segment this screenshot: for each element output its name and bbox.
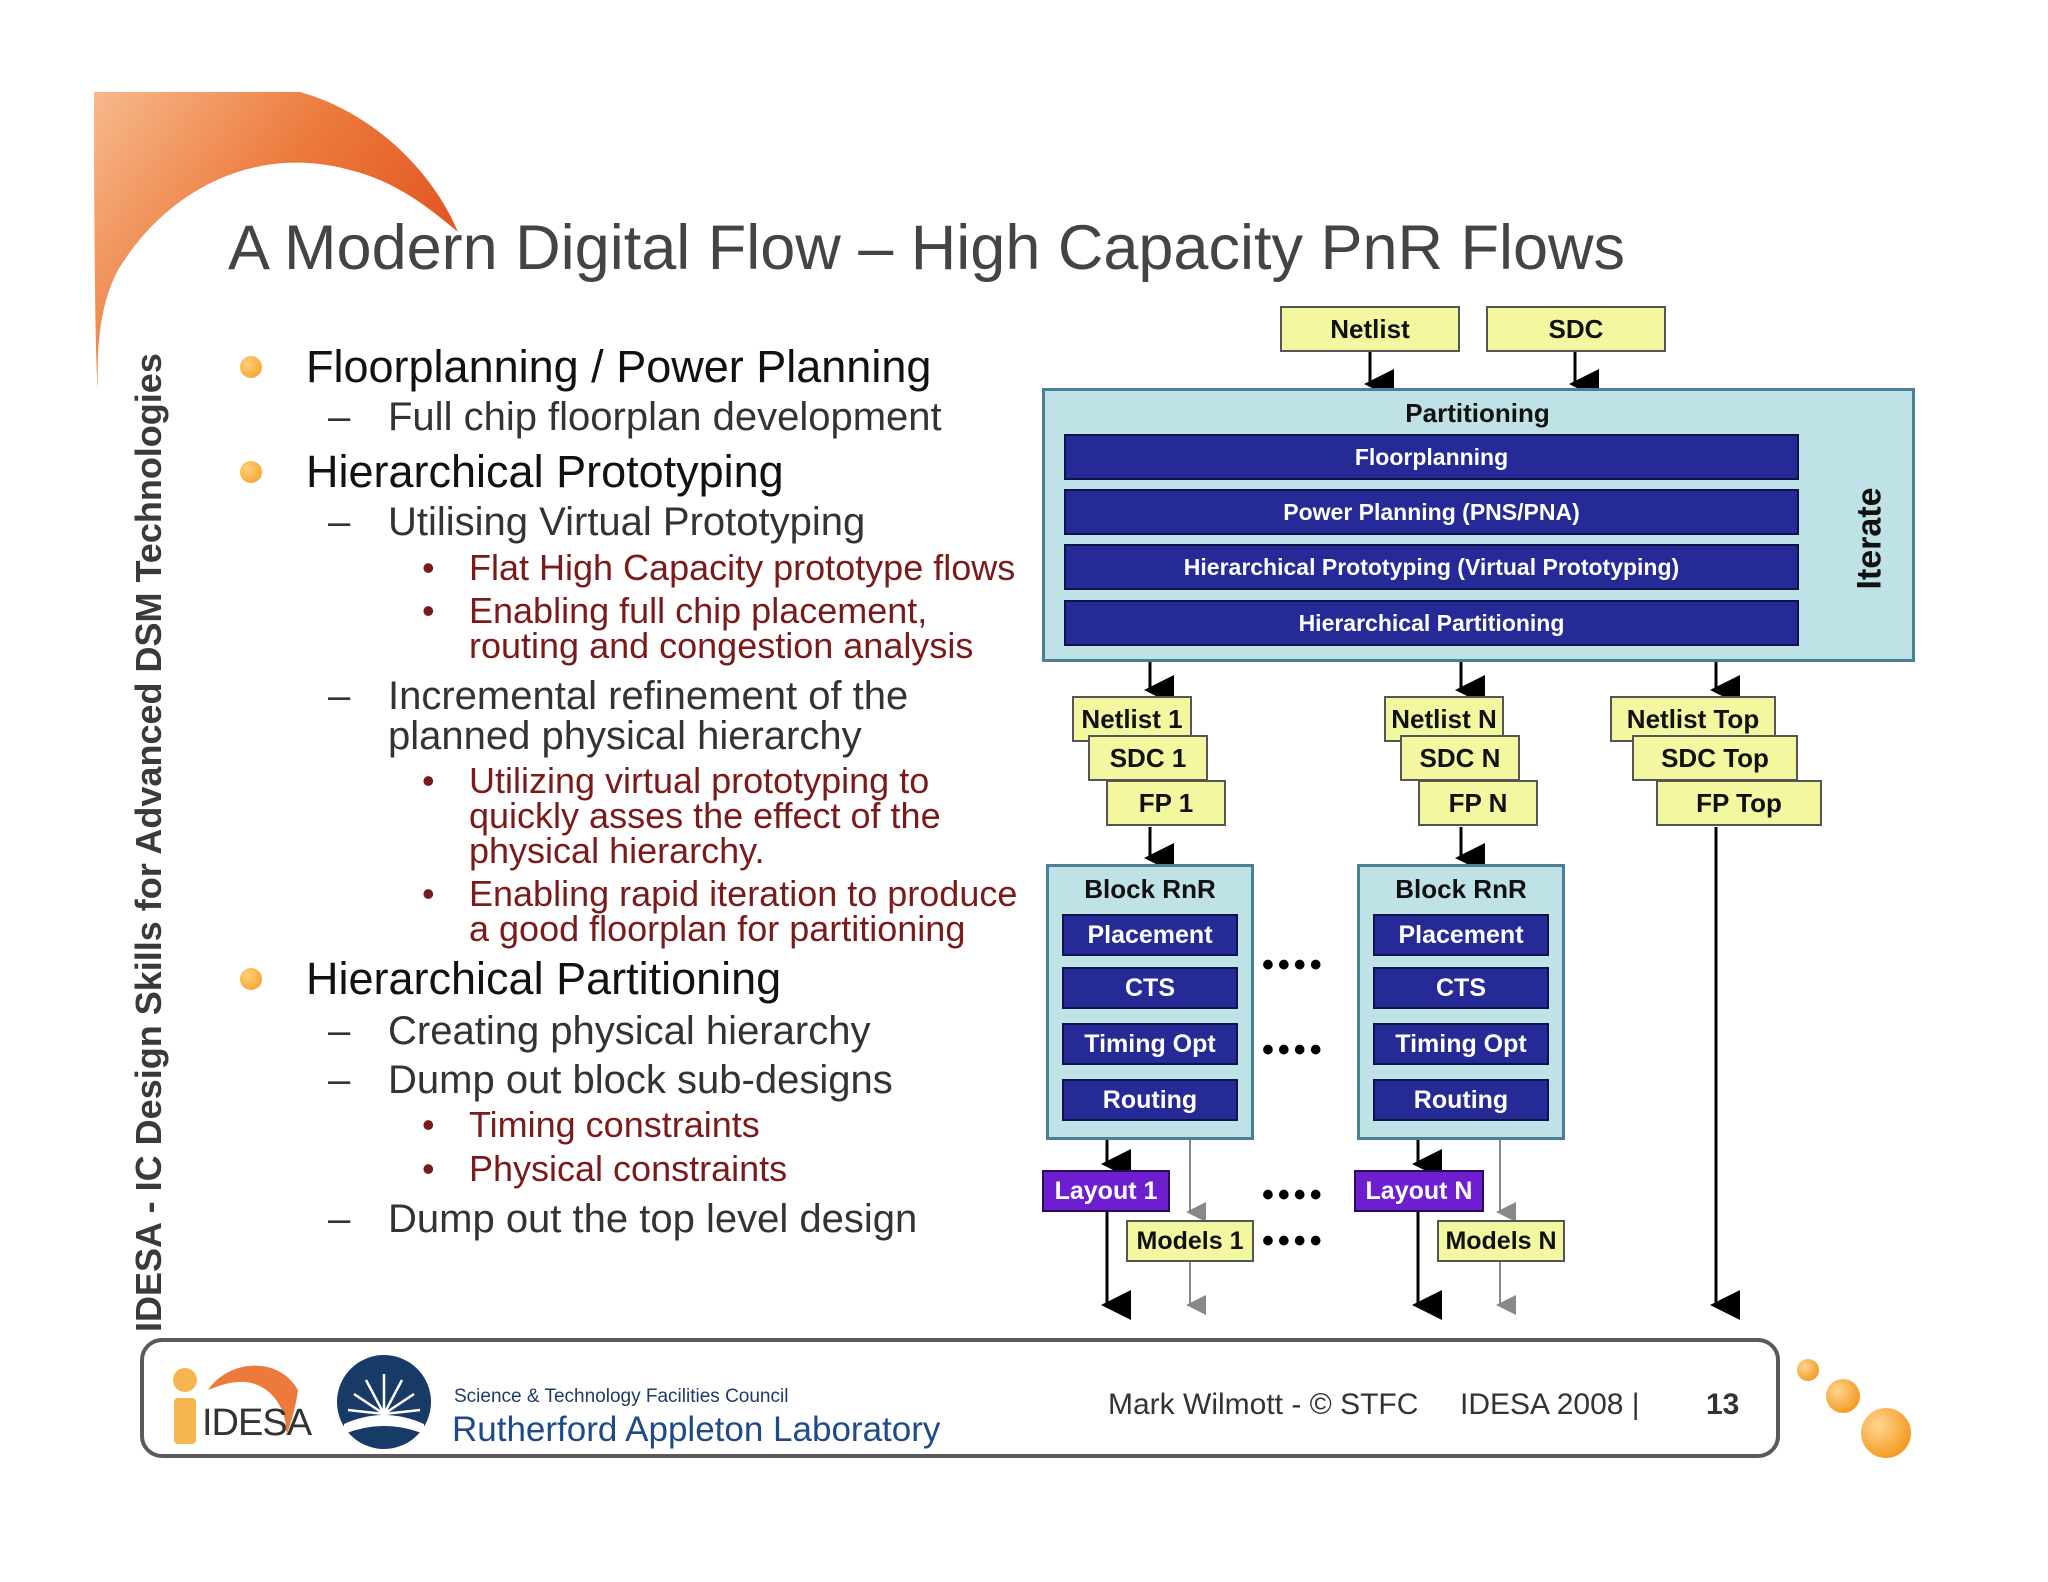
idesa-logo-mark <box>173 1365 298 1444</box>
partitioning-title: Partitioning <box>1405 398 1550 428</box>
dash-marker: – <box>328 500 351 544</box>
outline-item-level2: Dump out the top level design <box>388 1197 918 1241</box>
outline-item-level3: Timing constraints <box>469 1104 760 1145</box>
block-1-routing: Routing <box>1062 1079 1238 1121</box>
netlist-1: Netlist 1 <box>1072 696 1192 742</box>
block-n-cts: CTS <box>1373 967 1549 1009</box>
page-number: 13 <box>1706 1388 1740 1421</box>
block-n-routing: Routing <box>1373 1079 1549 1121</box>
outline-item-level2: planned physical hierarchy <box>388 714 862 758</box>
footer-event: IDESA 2008 | <box>1460 1388 1640 1421</box>
sdc-top: SDC Top <box>1632 735 1798 781</box>
stfc-lab-name: Rutherford Appleton Laboratory <box>452 1410 941 1449</box>
ellipsis-timing: •••• <box>1262 1031 1326 1069</box>
outline-item-level1: Hierarchical Prototyping <box>306 446 784 497</box>
outline-item-level3: quickly asses the effect of the <box>469 795 941 836</box>
slide-title: A Modern Digital Flow – High Capacity Pn… <box>228 213 1626 283</box>
ellipsis-placement: •••• <box>1262 946 1326 984</box>
outline-item-level1: Floorplanning / Power Planning <box>306 341 932 392</box>
footer-circle-small <box>1797 1359 1819 1381</box>
outline-item-level3: Enabling full chip placement, <box>469 590 928 631</box>
brand-arc <box>94 92 458 390</box>
idesa-logo: IDESA <box>168 1350 312 1450</box>
block-1-cts: CTS <box>1062 967 1238 1009</box>
block-rnr-n-title: Block RnR <box>1395 874 1527 904</box>
outline-item-level3: physical hierarchy. <box>469 830 765 871</box>
step-hier-partitioning: Hierarchical Partitioning <box>1064 600 1799 646</box>
fp-1: FP 1 <box>1106 780 1226 826</box>
outline-item-level3: a good floorplan for partitioning <box>469 908 966 949</box>
layout-1: Layout 1 <box>1042 1170 1170 1212</box>
input-sdc: SDC <box>1486 306 1666 352</box>
stfc-council-name: Science & Technology Facilities Council <box>454 1386 789 1407</box>
dash-marker: – <box>328 674 351 718</box>
bullet-marker: • <box>422 590 435 631</box>
step-hier-prototyping: Hierarchical Prototyping (Virtual Protot… <box>1064 544 1799 590</box>
models-n: Models N <box>1437 1220 1565 1262</box>
dash-marker: – <box>328 1058 351 1102</box>
side-banner: IDESA - IC Design Skills for Advanced DS… <box>128 353 169 1332</box>
footer-circle-large <box>1861 1408 1911 1458</box>
dash-marker: – <box>328 1197 351 1241</box>
outline-item-level2: Full chip floorplan development <box>388 395 942 439</box>
outline-item-level3: Enabling rapid iteration to produce <box>469 873 1018 914</box>
bullet-marker: • <box>422 873 435 914</box>
outline-item-level3: Flat High Capacity prototype flows <box>469 547 1016 588</box>
bullet-marker: • <box>422 1148 435 1189</box>
outline-item-level2: Utilising Virtual Prototyping <box>388 500 866 544</box>
input-netlist: Netlist <box>1280 306 1460 352</box>
footer-circle-medium <box>1826 1379 1860 1413</box>
outline-item-level3: Utilizing virtual prototyping to <box>469 760 930 801</box>
dash-marker: – <box>328 1009 351 1053</box>
models-1: Models 1 <box>1126 1220 1254 1262</box>
outline-item-level2: Creating physical hierarchy <box>388 1009 871 1053</box>
dash-marker: – <box>328 395 351 439</box>
layout-n: Layout N <box>1354 1170 1484 1212</box>
block-1-placement: Placement <box>1062 914 1238 956</box>
bullet-dot <box>240 461 262 483</box>
outline-item-level1: Hierarchical Partitioning <box>306 953 782 1004</box>
bullet-marker: • <box>422 1104 435 1145</box>
ellipsis-layout: •••• <box>1262 1176 1326 1214</box>
fp-n: FP N <box>1418 780 1538 826</box>
bullet-dot <box>240 356 262 378</box>
outline-item-level2: Dump out block sub-designs <box>388 1058 893 1102</box>
iterate-label: Iterate <box>1850 487 1889 590</box>
footer-author: Mark Wilmott - © STFC <box>1108 1388 1419 1421</box>
fp-top: FP Top <box>1656 780 1822 826</box>
netlist-top: Netlist Top <box>1610 696 1776 742</box>
block-n-placement: Placement <box>1373 914 1549 956</box>
block-rnr-1-title: Block RnR <box>1084 874 1216 904</box>
step-power-planning: Power Planning (PNS/PNA) <box>1064 489 1799 535</box>
block-n-timing-opt: Timing Opt <box>1373 1023 1549 1065</box>
outline-item-level3: Physical constraints <box>469 1148 788 1189</box>
bullet-marker: • <box>422 760 435 801</box>
outline-item-level3: routing and congestion analysis <box>469 625 974 666</box>
idesa-logo-text: IDESA <box>202 1402 312 1444</box>
bullet-dot <box>240 968 262 990</box>
bullet-marker: • <box>422 547 435 588</box>
stfc-logo-icon <box>336 1354 432 1450</box>
ellipsis-models: •••• <box>1262 1222 1326 1260</box>
block-1-timing-opt: Timing Opt <box>1062 1023 1238 1065</box>
step-floorplanning: Floorplanning <box>1064 434 1799 480</box>
sdc-n: SDC N <box>1400 735 1520 781</box>
outline-item-level2: Incremental refinement of the <box>388 674 909 718</box>
sdc-1: SDC 1 <box>1088 735 1208 781</box>
